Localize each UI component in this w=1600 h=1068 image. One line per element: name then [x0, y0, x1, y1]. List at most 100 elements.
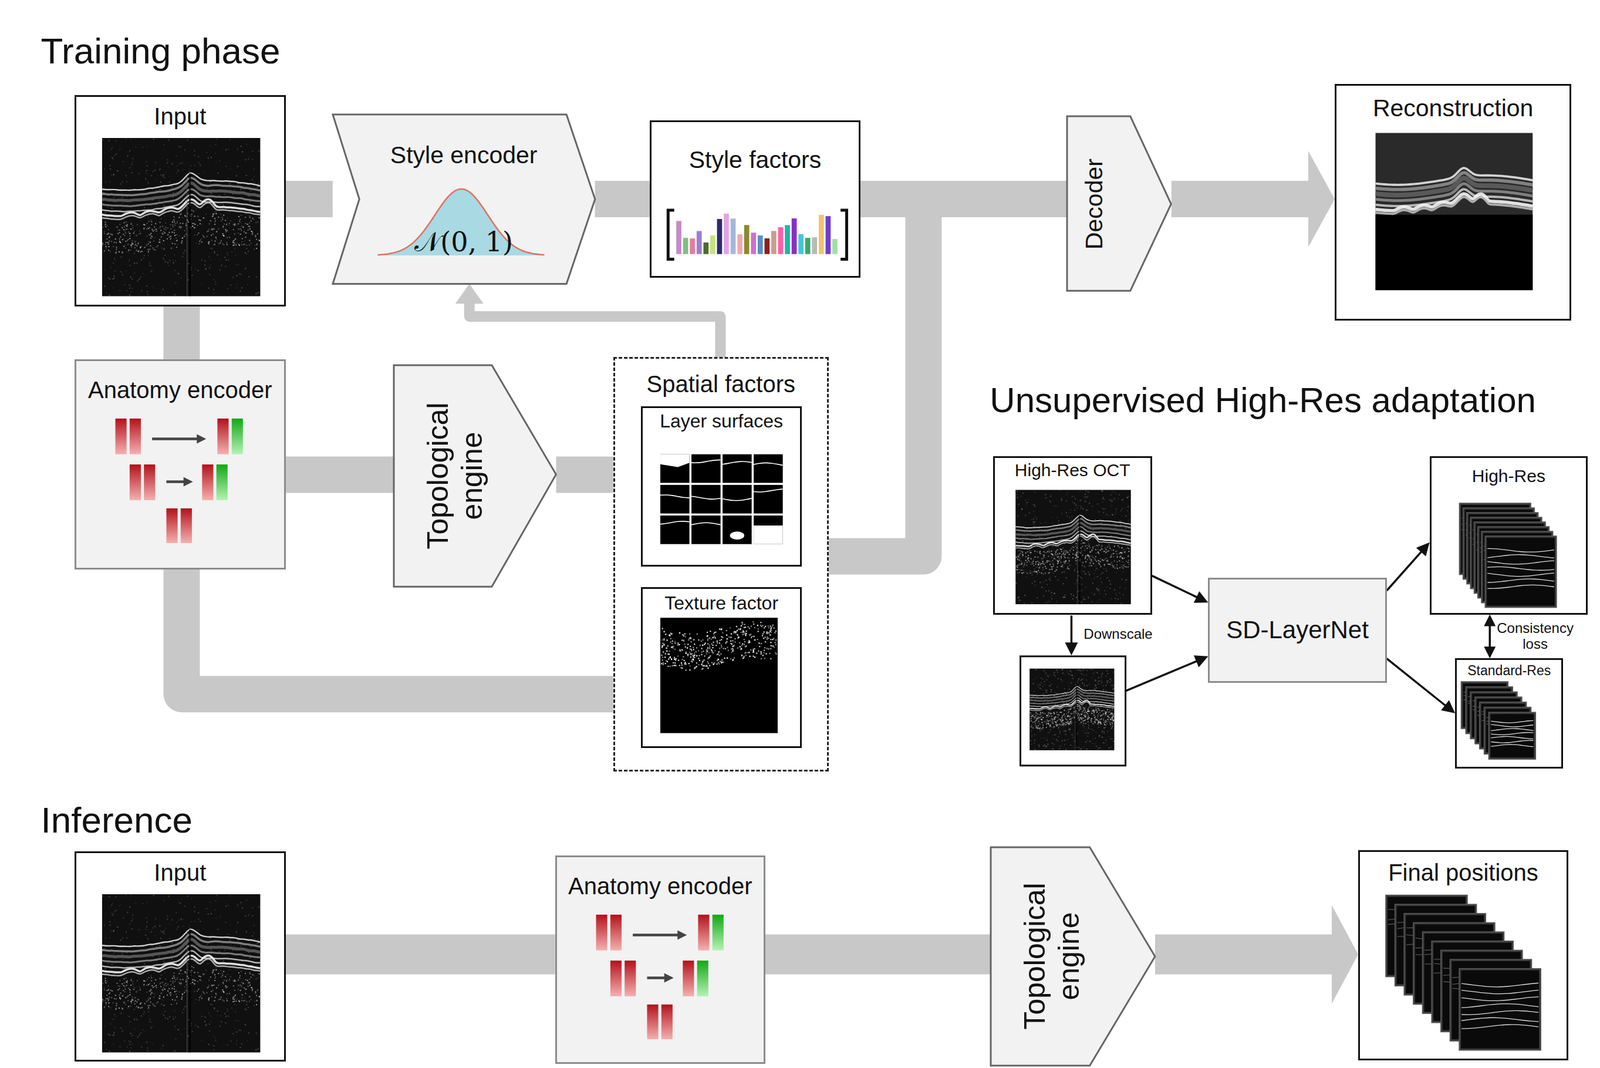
- speckle: [255, 238, 258, 240]
- vessel-shadow: [1074, 687, 1076, 750]
- speckle: [210, 234, 212, 236]
- speckle: [1048, 731, 1050, 734]
- speckle: [1045, 726, 1048, 728]
- speckle: [1057, 677, 1059, 680]
- speckle: [1048, 711, 1050, 714]
- speckle: [1040, 712, 1042, 714]
- speckle: [1092, 737, 1094, 739]
- connector-line: [1171, 180, 1312, 218]
- speckle: [1054, 716, 1056, 718]
- speckle: [115, 251, 117, 253]
- speckle: [159, 225, 161, 228]
- speckle: [1101, 676, 1103, 678]
- speckle: [232, 244, 234, 246]
- speckle: [162, 233, 164, 235]
- speckle: [202, 234, 204, 236]
- speckle: [175, 155, 177, 157]
- speckle: [1032, 721, 1034, 723]
- speckle: [107, 277, 110, 279]
- speckle: [1041, 714, 1043, 717]
- speckle: [223, 234, 225, 236]
- speckle: [221, 242, 224, 245]
- speckle: [1062, 719, 1064, 721]
- speckle: [1067, 671, 1069, 673]
- speckle: [166, 161, 168, 164]
- speckle: [1106, 744, 1108, 746]
- speckle: [193, 234, 195, 236]
- speckle: [137, 242, 139, 244]
- speckle: [254, 244, 256, 246]
- speckle: [251, 179, 253, 181]
- speckle: [1043, 720, 1045, 722]
- speckle: [245, 231, 248, 234]
- speckle: [137, 233, 139, 235]
- retina-layer: [1029, 697, 1115, 707]
- speckle: [1069, 728, 1071, 731]
- speckle: [122, 238, 124, 241]
- speckle: [247, 283, 249, 285]
- speckle: [257, 233, 259, 235]
- speckle: [1061, 719, 1063, 721]
- speckle: [1069, 708, 1071, 710]
- speckle: [247, 228, 249, 231]
- speckle: [1103, 720, 1105, 722]
- texture-dot: [763, 651, 765, 653]
- speckle: [1030, 713, 1032, 715]
- speckle: [1084, 710, 1086, 712]
- speckle: [1092, 672, 1095, 674]
- module-box: Anatomy encoder: [74, 359, 286, 570]
- speckle: [210, 180, 212, 182]
- speckle: [109, 180, 111, 182]
- speckle: [121, 251, 123, 253]
- speckle: [178, 224, 180, 226]
- speckle: [1086, 669, 1088, 671]
- speckle: [1098, 734, 1100, 737]
- speckle: [1034, 739, 1036, 741]
- texture-dot: [758, 642, 760, 644]
- speckle: [142, 146, 144, 148]
- speckle: [174, 242, 176, 245]
- speckle: [1061, 739, 1063, 741]
- speckle: [1070, 670, 1072, 673]
- speckle: [125, 231, 127, 234]
- texture-dot: [754, 626, 756, 629]
- speckle: [1069, 718, 1072, 720]
- speckle: [1088, 727, 1090, 729]
- chevron-outline: [332, 114, 596, 285]
- speckle: [145, 242, 147, 245]
- vessel-shadow: [1076, 686, 1078, 751]
- speckle: [171, 221, 174, 223]
- speckle: [123, 245, 125, 247]
- speckle: [1099, 722, 1102, 724]
- speckle: [1030, 711, 1032, 714]
- speckle: [203, 217, 205, 219]
- speckle: [1108, 708, 1110, 710]
- speckle: [1045, 720, 1048, 722]
- speckle: [210, 247, 212, 249]
- speckle: [1061, 668, 1063, 670]
- speckle: [183, 162, 185, 164]
- speckle: [1053, 691, 1055, 693]
- speckle: [1085, 714, 1087, 716]
- surface-tile: [722, 454, 752, 484]
- style-bar: [812, 237, 818, 255]
- speckle: [1102, 717, 1105, 720]
- speckle: [152, 247, 154, 249]
- speckle: [1092, 723, 1094, 725]
- speckle: [1047, 720, 1049, 722]
- speckle: [248, 244, 251, 246]
- speckle: [227, 177, 229, 179]
- speckle: [1050, 717, 1052, 720]
- speckle: [1087, 735, 1089, 737]
- speckle: [1066, 718, 1068, 720]
- speckle: [1091, 727, 1093, 729]
- speckle: [242, 243, 245, 245]
- surface-line: [753, 462, 783, 465]
- speckle: [176, 170, 178, 172]
- speckle: [1045, 672, 1047, 674]
- speckle: [174, 269, 176, 271]
- speckle: [1045, 723, 1048, 725]
- speckle: [252, 158, 254, 160]
- speckle: [102, 242, 104, 244]
- connector: [595, 198, 651, 200]
